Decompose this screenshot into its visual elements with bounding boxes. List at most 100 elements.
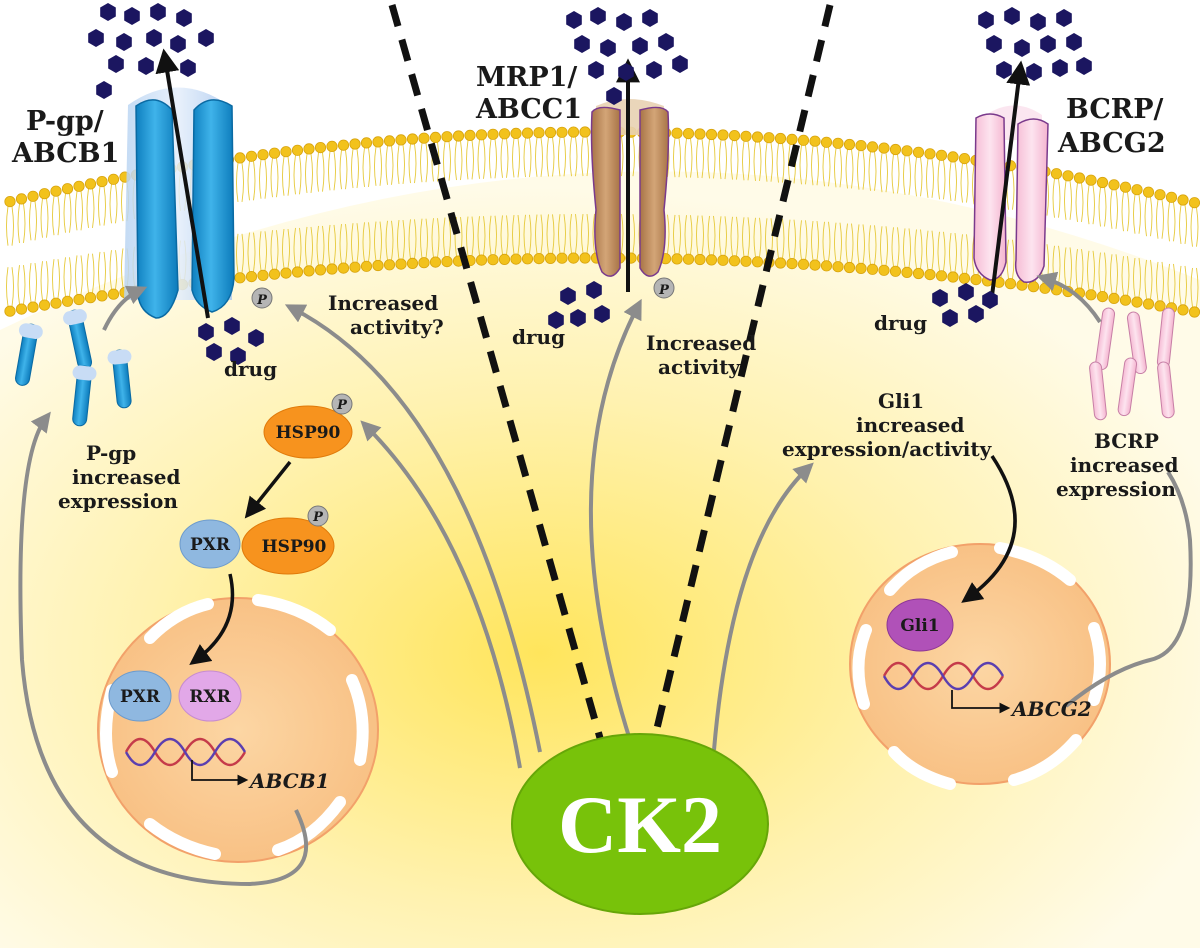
abcb1-gene-label: ABCB1 xyxy=(248,769,330,793)
drug-molecule xyxy=(198,29,214,47)
drug-molecule xyxy=(574,35,590,53)
drug-molecules xyxy=(88,3,1092,365)
phospholipid-head xyxy=(73,293,85,306)
abcg2-to-bcrp-expression-arrow xyxy=(1064,470,1193,708)
bcrp-monomers xyxy=(1089,307,1175,421)
drug-molecule xyxy=(138,57,154,75)
phospholipid-head xyxy=(1062,170,1074,182)
drug-molecule xyxy=(96,81,112,99)
phospholipid-head xyxy=(441,255,453,268)
phospholipid-head xyxy=(970,273,982,286)
bcrp-title-line1: BCRP/ xyxy=(1066,94,1164,125)
drug-label-pgp: drug xyxy=(224,357,277,381)
phospholipid-head xyxy=(1004,278,1017,290)
svg-text:HSP90: HSP90 xyxy=(276,423,341,443)
phospholipid-head xyxy=(935,270,948,282)
drug-molecule xyxy=(932,289,948,307)
phospholipid-head xyxy=(820,136,833,148)
phospholipid-head xyxy=(809,259,821,271)
pgp-expression-to-membrane-arrow xyxy=(102,285,148,331)
phospholipid-head xyxy=(717,254,729,266)
phospho-badge-mrp1: P xyxy=(653,277,675,299)
phospholipid-head xyxy=(27,301,39,313)
bcrp-expression-line3: expression xyxy=(1056,477,1176,501)
phospholipid-head xyxy=(924,268,936,281)
drug-label-mrp1: drug xyxy=(512,325,565,349)
drug-molecule xyxy=(88,29,104,47)
phospholipid-head xyxy=(1177,194,1189,206)
phospholipid-head xyxy=(498,253,511,265)
phospholipid-head xyxy=(50,297,62,309)
phospholipid-head xyxy=(84,292,97,304)
phospholipid-head xyxy=(843,261,856,274)
drug-molecule xyxy=(1056,9,1072,27)
pxr-to-nucleus-arrow xyxy=(189,573,235,665)
phospholipid-head xyxy=(1039,282,1051,294)
drug-molecule xyxy=(1004,7,1020,25)
phospholipid-head xyxy=(487,254,499,266)
phospholipid-head xyxy=(314,142,327,154)
pgp-expression-line1: P-gp xyxy=(86,441,136,465)
phospho-badge-pgp: P xyxy=(251,287,273,309)
phospholipid-head xyxy=(889,143,902,156)
phospholipid-head xyxy=(475,129,488,141)
gli1-to-nucleus-arrow xyxy=(961,455,1017,603)
phospholipid-head xyxy=(418,132,430,144)
phospholipid-head xyxy=(1188,197,1200,209)
phospholipid-head xyxy=(395,258,407,270)
phospholipid-head xyxy=(1085,174,1097,186)
svg-text:P: P xyxy=(312,510,324,525)
phospholipid-head xyxy=(418,257,430,269)
phospholipid-head xyxy=(533,127,545,139)
phospholipid-head xyxy=(1177,304,1189,316)
gli1-text-line1: Gli1 xyxy=(878,389,924,413)
bcrp-expression-line1: BCRP xyxy=(1094,429,1159,453)
ck2-to-gli1-arrow xyxy=(712,462,814,751)
phospholipid-head xyxy=(452,130,465,142)
bcrp-efflux-arrow xyxy=(990,60,1031,297)
gli1-text-line2: increased xyxy=(856,413,965,437)
phospholipid-head xyxy=(832,137,844,149)
phospholipid-head xyxy=(1119,181,1132,193)
drug-molecule xyxy=(958,283,974,301)
phospholipid-head xyxy=(1165,191,1178,203)
phospholipid-head xyxy=(337,262,350,274)
phospholipid-head xyxy=(878,264,890,276)
drug-molecule xyxy=(588,61,604,79)
phospholipid-head xyxy=(947,271,959,283)
phospholipid-head xyxy=(705,128,718,141)
phospholipid-head xyxy=(556,126,568,138)
mrp1-transporter xyxy=(590,99,670,277)
phospholipid-head xyxy=(866,141,879,153)
phospholipid-head xyxy=(763,132,775,144)
phospholipid-head xyxy=(1154,300,1166,312)
nucleus-right xyxy=(849,542,1111,790)
phospholipid-head xyxy=(268,147,281,159)
phospholipid-head xyxy=(245,150,258,162)
phospholipid-head xyxy=(96,176,108,188)
phospholipid-head xyxy=(314,264,327,276)
drug-molecule xyxy=(672,55,688,73)
phospholipid-head xyxy=(372,136,384,148)
phospholipid-head xyxy=(50,185,62,197)
phospholipid-head xyxy=(912,146,925,158)
phospholipid-head xyxy=(740,130,752,142)
drug-molecule xyxy=(642,9,658,27)
phospholipid-head xyxy=(234,152,246,164)
drug-molecule xyxy=(1026,63,1042,81)
drug-molecule xyxy=(1052,59,1068,77)
phospholipid-head xyxy=(1050,168,1063,180)
phospholipid-head xyxy=(383,135,396,147)
phospholipid-head xyxy=(1142,298,1155,310)
phospholipid-head xyxy=(556,252,568,264)
phospholipid-head xyxy=(337,139,350,151)
increased-activity-q-line2: activity? xyxy=(350,315,444,339)
phospholipid-head xyxy=(15,303,28,315)
phospholipid-head xyxy=(280,267,292,279)
phospholipid-head xyxy=(429,131,442,143)
svg-text:RXR: RXR xyxy=(189,687,231,707)
drug-molecule xyxy=(570,309,586,327)
ck2-to-hsp90-arrow xyxy=(360,420,522,769)
phospholipid-head xyxy=(820,260,833,272)
phospholipid-head xyxy=(1154,189,1166,201)
